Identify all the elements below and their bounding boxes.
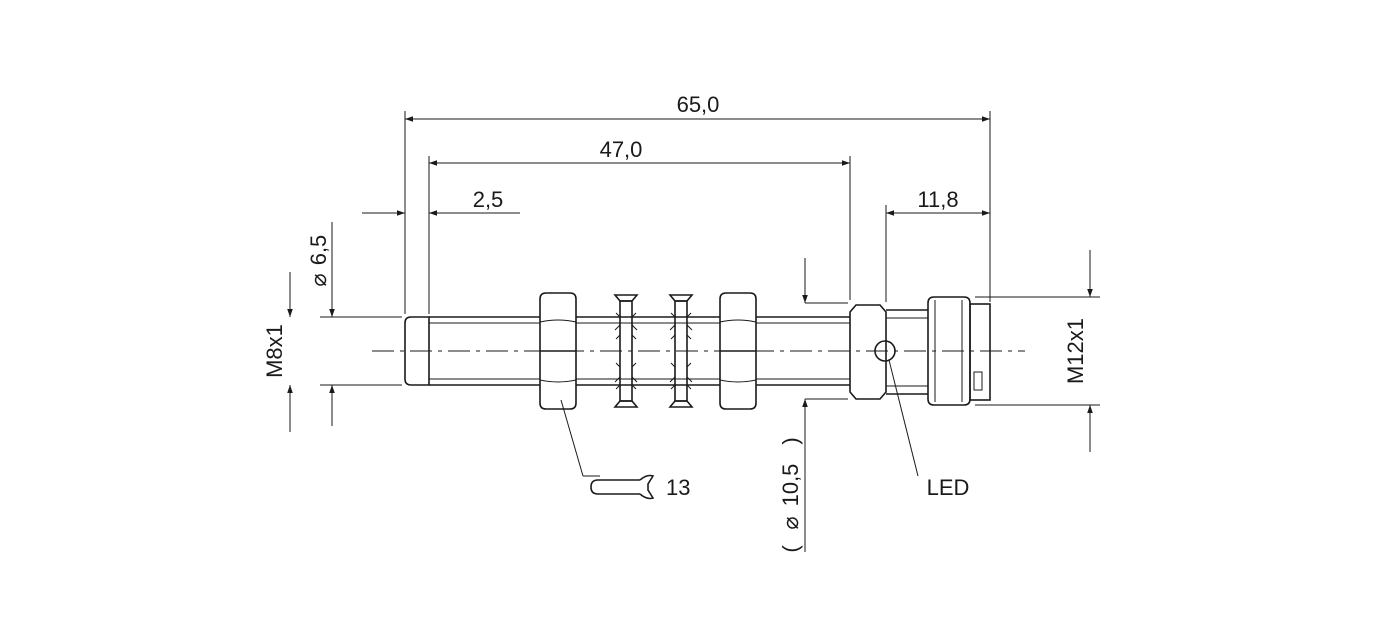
paren-open: ( — [778, 545, 803, 553]
toothed-washer-left — [613, 294, 639, 408]
wrench-icon — [590, 474, 655, 500]
dim-tip-length: 2,5 — [473, 187, 504, 212]
dim-nut-diameter: 10,5 — [778, 464, 803, 507]
hex-nut-left — [539, 292, 577, 410]
led-indicator — [874, 340, 896, 362]
toothed-washer-right — [668, 294, 694, 408]
dim-thread-length: 47,0 — [600, 137, 643, 162]
diameter-symbol: ⌀ — [778, 516, 803, 529]
sensor-body — [404, 292, 991, 410]
extension-lines — [320, 111, 1100, 406]
diameter-symbol: ⌀ — [306, 273, 331, 286]
dim-nut-diameter-group: ( ⌀ 10,5 ) — [778, 437, 803, 552]
dim-overall-length: 65,0 — [677, 92, 720, 117]
led-callout: LED — [888, 359, 970, 500]
paren-close: ) — [778, 437, 803, 444]
led-label: LED — [927, 475, 970, 500]
wrench-callout: 13 — [560, 399, 690, 500]
connector-m12 — [927, 296, 991, 406]
dim-connector-length: 11,8 — [917, 187, 958, 212]
dim-sensor-thread: M8x1 — [262, 324, 287, 378]
dim-tip-diameter-group: ⌀ 6,5 — [306, 235, 331, 287]
hex-nut-right — [719, 292, 757, 410]
dim-connector-thread: M12x1 — [1063, 318, 1088, 384]
wrench-size: 13 — [666, 475, 690, 500]
dim-tip-diameter: 6,5 — [306, 235, 331, 266]
led-housing — [849, 304, 928, 400]
